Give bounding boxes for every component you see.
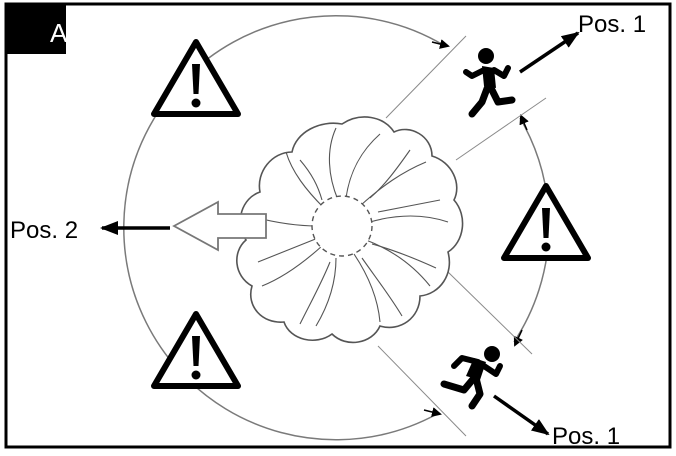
exit-lane-top-b (455, 97, 547, 161)
pos1-top-label: Pos. 1 (578, 11, 646, 38)
pos1-bottom-label: Pos. 1 (552, 423, 620, 450)
exit-lane-lines (377, 35, 547, 437)
rotation-arrows (423, 39, 529, 417)
running-person-icon (440, 346, 503, 410)
rotation-arrow-right-top (519, 114, 529, 131)
pos2-label: Pos. 2 (10, 217, 78, 244)
warning-triangle-icon (151, 39, 241, 117)
fan-blades-icon (236, 116, 464, 344)
rotation-arrow-top (431, 39, 450, 49)
exit-lane-bottom-b (377, 345, 467, 437)
hollow-arrow-icon (172, 200, 267, 252)
running-person-icon (463, 48, 516, 118)
pos1-bottom-arrow (492, 394, 550, 436)
pos1-top-arrow (519, 31, 580, 74)
warning-triangle-icon (151, 311, 241, 389)
corner-label-box (6, 4, 66, 54)
corner-label: A (50, 18, 68, 48)
exit-lane-bottom-a (447, 271, 533, 355)
warning-triangle-icon (501, 183, 591, 261)
exit-lane-top-a (385, 35, 467, 119)
rotation-arrow-right-bottom (513, 329, 523, 347)
danger-zone-arc-left (123, 15, 446, 441)
rotation-arrow-bottom (423, 407, 442, 417)
